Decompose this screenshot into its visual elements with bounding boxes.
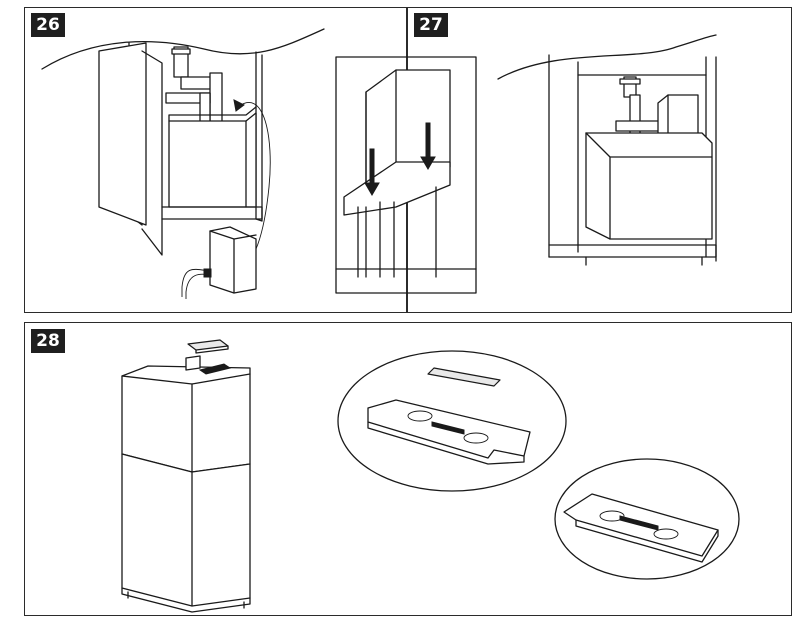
cabinet-remove-box-illustration <box>41 28 325 299</box>
step-28-badge: 28 <box>31 329 65 353</box>
lid-cover-illustration <box>121 339 740 613</box>
insert-tray-illustration <box>335 34 717 294</box>
step-26-badge: 26 <box>31 13 65 37</box>
step-27-badge: 27 <box>414 13 448 37</box>
